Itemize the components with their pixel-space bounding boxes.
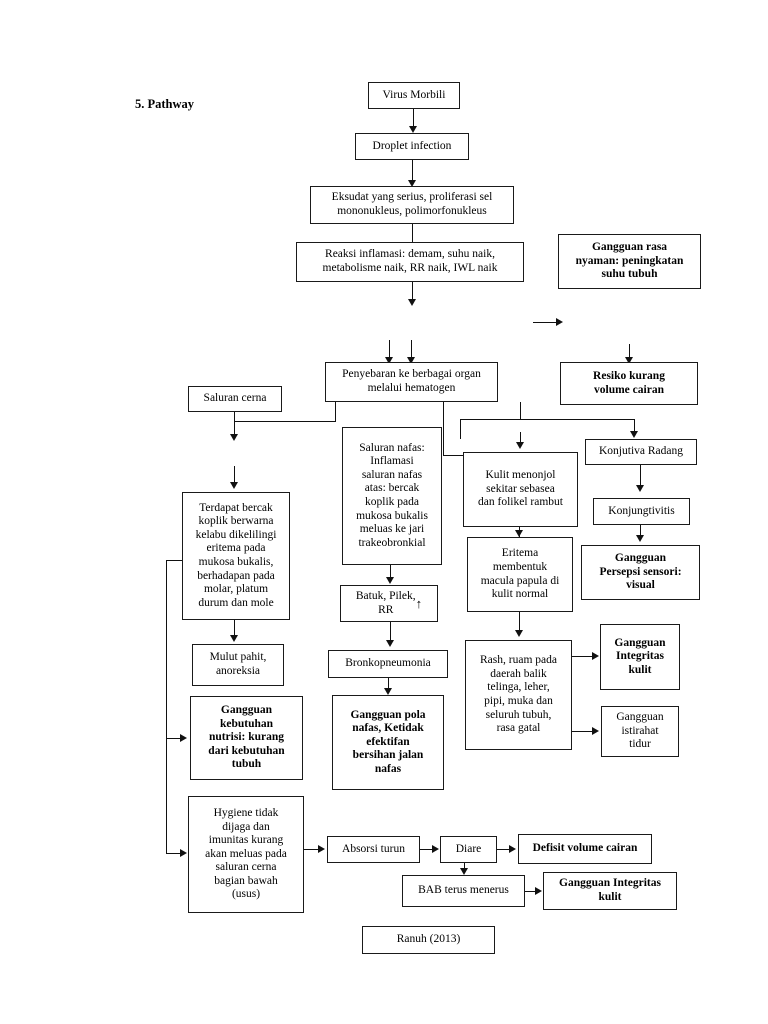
node-saluran-cerna: Saluran cerna bbox=[188, 386, 282, 412]
arrowhead-into-resiko bbox=[625, 357, 633, 364]
connector-saluran-nafas-to-batuk bbox=[390, 565, 391, 579]
node-bronkopneumonia: Bronkopneumonia bbox=[328, 650, 448, 678]
connector-batuk-to-bronko bbox=[390, 622, 391, 642]
node-batuk-pilek: Batuk, Pilek, RR↑ bbox=[340, 585, 438, 622]
connector-left-bus-lower bbox=[166, 738, 167, 854]
arrowhead-bus-to-hygiene bbox=[180, 849, 187, 857]
arrowhead-bronko-to-pola-nafas bbox=[384, 688, 392, 695]
arrowhead-bus-to-konjutiva bbox=[630, 431, 638, 438]
connector-penyebaran-to-right-bus bbox=[520, 402, 521, 420]
connector-terdapat-left-stub bbox=[166, 560, 183, 561]
connector-rash-to-integritas bbox=[572, 656, 594, 657]
connector-konjutiva-to-konjungtivitis bbox=[640, 465, 641, 487]
arrowhead-diare-to-defisit bbox=[509, 845, 516, 853]
connector-bus-to-konjutiva bbox=[634, 419, 635, 433]
connector-penyebaran-to-kulit-stub bbox=[443, 402, 444, 455]
connector-absorsi-to-diare bbox=[420, 849, 434, 850]
node-gangguan-pola-nafas: Gangguan pola nafas, Ketidak efektifan b… bbox=[332, 695, 444, 790]
connector-penyebaran-left-stub bbox=[335, 402, 336, 422]
connector-into-penyebaran-left bbox=[389, 340, 390, 362]
page-title: 5. Pathway bbox=[135, 97, 195, 111]
connector-diare-to-bab bbox=[464, 863, 465, 872]
connector-droplet-to-eksudat bbox=[412, 160, 413, 181]
connector-left-bus bbox=[166, 560, 167, 753]
node-defisit-volume-cairan: Defisit volume cairan bbox=[518, 834, 652, 864]
connector-bus-to-kulit bbox=[460, 419, 461, 439]
node-eritema: Eritema membentuk macula papula di kulit… bbox=[467, 537, 573, 612]
node-hygiene: Hygiene tidak dijaga dan imunitas kurang… bbox=[188, 796, 304, 913]
connector-right-bus bbox=[460, 419, 635, 420]
connector-hygiene-to-absorsi bbox=[304, 849, 320, 850]
arrowhead-virus-to-droplet bbox=[409, 126, 417, 133]
node-kulit-menonjol: Kulit menonjol sekitar sebasea dan folik… bbox=[463, 452, 578, 527]
arrowhead-to-kulit-menonjol bbox=[516, 442, 524, 449]
node-reaksi-inflamasi: Reaksi inflamasi: demam, suhu naik, meta… bbox=[296, 242, 524, 282]
node-konjungtivitis: Konjungtivitis bbox=[593, 498, 690, 525]
connector-standalone-right bbox=[533, 322, 558, 323]
connector-rash-to-istirahat bbox=[572, 731, 594, 732]
arrowhead-into-penyebaran-right bbox=[407, 357, 415, 364]
connector-saluran-cerna-down bbox=[234, 421, 235, 437]
arrowhead-hygiene-to-absorsi bbox=[318, 845, 325, 853]
node-eksudat: Eksudat yang serius, proliferasi sel mon… bbox=[310, 186, 514, 224]
connector-bus-to-nutrisi bbox=[166, 738, 182, 739]
arrowhead-bab-to-integritas bbox=[535, 887, 542, 895]
arrowhead-kulit-to-eritema bbox=[515, 530, 523, 537]
rr-up-arrow-icon: ↑ bbox=[415, 595, 423, 611]
arrowhead-to-terdapat-bercak bbox=[230, 482, 238, 489]
connector-reaksi-down bbox=[412, 282, 413, 301]
arrowhead-standalone-right bbox=[556, 318, 563, 326]
connector-into-penyebaran-right bbox=[411, 340, 412, 362]
connector-eksudat-to-reaksi bbox=[412, 224, 413, 242]
arrowhead-reaksi-down bbox=[408, 299, 416, 306]
node-gangguan-istirahat-tidur: Gangguan istirahat tidur bbox=[601, 706, 679, 757]
node-gangguan-persepsi-sensori: Gangguan Persepsi sensori: visual bbox=[581, 545, 700, 600]
connector-bronko-to-pola-nafas bbox=[388, 678, 389, 690]
arrowhead-into-penyebaran-left bbox=[385, 357, 393, 364]
connector-virus-to-droplet bbox=[413, 109, 414, 127]
arrowhead-rash-to-istirahat bbox=[592, 727, 599, 735]
connector-to-kulit-menonjol bbox=[520, 432, 521, 444]
node-rash: Rash, ruam pada daerah balik telinga, le… bbox=[465, 640, 572, 750]
arrowhead-konjungtivitis-to-persepsi bbox=[636, 535, 644, 542]
node-batuk-pilek-label: Batuk, Pilek, RR bbox=[355, 589, 416, 616]
node-gangguan-integritas-kulit-2: Gangguan Integritas kulit bbox=[543, 872, 677, 910]
node-source-caption: Ranuh (2013) bbox=[362, 926, 495, 954]
arrowhead-bus-to-nutrisi bbox=[180, 734, 187, 742]
arrowhead-absorsi-to-diare bbox=[432, 845, 439, 853]
arrowhead-saluran-nafas-to-batuk bbox=[386, 577, 394, 584]
node-gangguan-nutrisi: Gangguan kebutuhan nutrisi: kurang dari … bbox=[190, 696, 303, 780]
connector-diare-to-defisit bbox=[497, 849, 511, 850]
connector-saluran-cerna-down-top bbox=[234, 412, 235, 422]
arrowhead-diare-to-bab bbox=[460, 868, 468, 875]
arrowhead-konjutiva-to-konjungtivitis bbox=[636, 485, 644, 492]
connector-bab-to-integritas bbox=[525, 891, 537, 892]
arrowhead-terdapat-to-mulut bbox=[230, 635, 238, 642]
node-virus-morbili: Virus Morbili bbox=[368, 82, 460, 109]
connector-to-terdapat-bercak bbox=[234, 466, 235, 484]
node-diare: Diare bbox=[440, 836, 497, 863]
node-gangguan-integritas-kulit-1: Gangguan Integritas kulit bbox=[600, 624, 680, 690]
connector-konjungtivitis-to-persepsi bbox=[640, 525, 641, 537]
connector-bus-to-hygiene bbox=[166, 853, 182, 854]
node-mulut-pahit: Mulut pahit, anoreksia bbox=[192, 644, 284, 686]
node-droplet-infection: Droplet infection bbox=[355, 133, 469, 160]
node-konjutiva-radang: Konjutiva Radang bbox=[585, 439, 697, 465]
arrowhead-droplet-to-eksudat bbox=[408, 180, 416, 187]
node-terdapat-bercak: Terdapat bercak koplik berwarna kelabu d… bbox=[182, 492, 290, 620]
arrowhead-rash-to-integritas bbox=[592, 652, 599, 660]
node-penyebaran: Penyebaran ke berbagai organ melalui hem… bbox=[325, 362, 498, 402]
connector-into-resiko bbox=[629, 344, 630, 361]
arrowhead-saluran-cerna-down bbox=[230, 434, 238, 441]
connector-elbow-to-saluran-cerna bbox=[234, 421, 336, 422]
arrowhead-batuk-to-bronko bbox=[386, 640, 394, 647]
node-absorsi-turun: Absorsi turun bbox=[327, 836, 420, 863]
node-gangguan-rasa-nyaman: Gangguan rasa nyaman: peningkatan suhu t… bbox=[558, 234, 701, 289]
node-bab-terus-menerus: BAB terus menerus bbox=[402, 875, 525, 907]
node-resiko-kurang-volume: Resiko kurang volume cairan bbox=[560, 362, 698, 405]
connector-eritema-to-rash bbox=[519, 612, 520, 632]
node-saluran-nafas: Saluran nafas: Inflamasi saluran nafas a… bbox=[342, 427, 442, 565]
connector-terdapat-to-mulut bbox=[234, 620, 235, 638]
arrowhead-eritema-to-rash bbox=[515, 630, 523, 637]
